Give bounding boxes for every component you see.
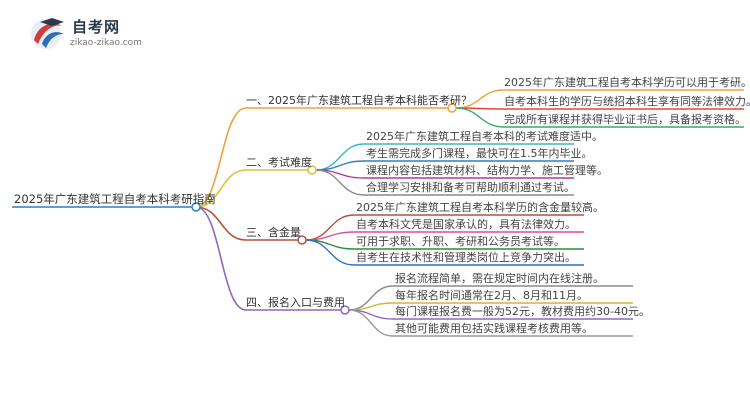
branch-3-item-3[interactable]: 可用于求职、升职、考研和公务员考试等。 bbox=[356, 235, 565, 248]
branch-2-child-4-connector bbox=[315, 169, 365, 196]
branch-1-connector bbox=[195, 107, 247, 208]
branch-4-item-1[interactable]: 报名流程简单，需在规定时间内在线注册。 bbox=[395, 272, 604, 285]
branch-1-node[interactable] bbox=[447, 103, 457, 113]
branch-1-item-1[interactable]: 2025年广东建筑工程自考本科学历可以用于考研。 bbox=[504, 76, 750, 89]
branch-4-label[interactable]: 四、报名入口与费用 bbox=[246, 296, 345, 309]
branch-3-item-2[interactable]: 自考本科文凭是国家承认的，具有法律效力。 bbox=[356, 218, 576, 231]
branch-3-connector bbox=[195, 206, 247, 241]
branch-1-item-2[interactable]: 自考本科生的学历与统招本科生享有同等法律效力。 bbox=[504, 95, 750, 108]
root-topic[interactable]: 2025年广东建筑工程自考本科考研指南 bbox=[14, 192, 216, 206]
branch-4-item-4[interactable]: 其他可能费用包括实践课程考核费用等。 bbox=[395, 322, 593, 335]
branch-2-item-4[interactable]: 合理学习安排和备考可帮助顺利通过考试。 bbox=[366, 181, 575, 194]
branch-2-item-1[interactable]: 2025年广东建筑工程自考本科的考试难度适中。 bbox=[366, 130, 603, 143]
branch-2-connector bbox=[195, 169, 247, 208]
branch-3-item-4[interactable]: 自考生在技术性和管理类岗位上竞争力突出。 bbox=[356, 251, 576, 264]
branch-2-item-3[interactable]: 课程内容包括建筑材料、结构力学、施工管理等。 bbox=[366, 164, 608, 177]
branch-3-child-4-connector bbox=[305, 239, 355, 266]
branch-1-label[interactable]: 一、2025年广东建筑工程自考本科能否考研？ bbox=[246, 94, 472, 107]
branch-2-item-2[interactable]: 考生需完成多门课程，最快可在1.5年内毕业。 bbox=[366, 147, 593, 160]
graduation-cap-logo-icon bbox=[31, 18, 64, 49]
logo-url: zikao-zikao.com bbox=[70, 38, 142, 48]
branch-1-child-3-connector bbox=[455, 107, 505, 128]
logo-name: 自考网 bbox=[72, 18, 121, 36]
branch-3-label[interactable]: 三、含金量 bbox=[246, 226, 301, 239]
root-node[interactable] bbox=[191, 202, 201, 212]
branch-4-item-3[interactable]: 每门课程报名费一般为52元，教材费用约30-40元。 bbox=[395, 305, 650, 318]
branch-3-node[interactable] bbox=[297, 235, 307, 245]
branch-1-item-3[interactable]: 完成所有课程并获得毕业证书后，具备报考资格。 bbox=[504, 113, 746, 126]
site-logo[interactable]: 自考网 zikao-zikao.com bbox=[28, 14, 168, 54]
branch-2-node[interactable] bbox=[307, 165, 317, 175]
branch-4-connector bbox=[195, 206, 247, 311]
branch-4-child-4-connector bbox=[348, 309, 394, 337]
branch-4-node[interactable] bbox=[340, 305, 350, 315]
branch-3-item-1[interactable]: 2025年广东建筑工程自考本科学历的含金量较高。 bbox=[356, 201, 604, 214]
branch-2-label[interactable]: 二、考试难度 bbox=[246, 156, 312, 169]
branch-4-item-2[interactable]: 每年报名时间通常在2月、8月和11月。 bbox=[395, 289, 588, 302]
